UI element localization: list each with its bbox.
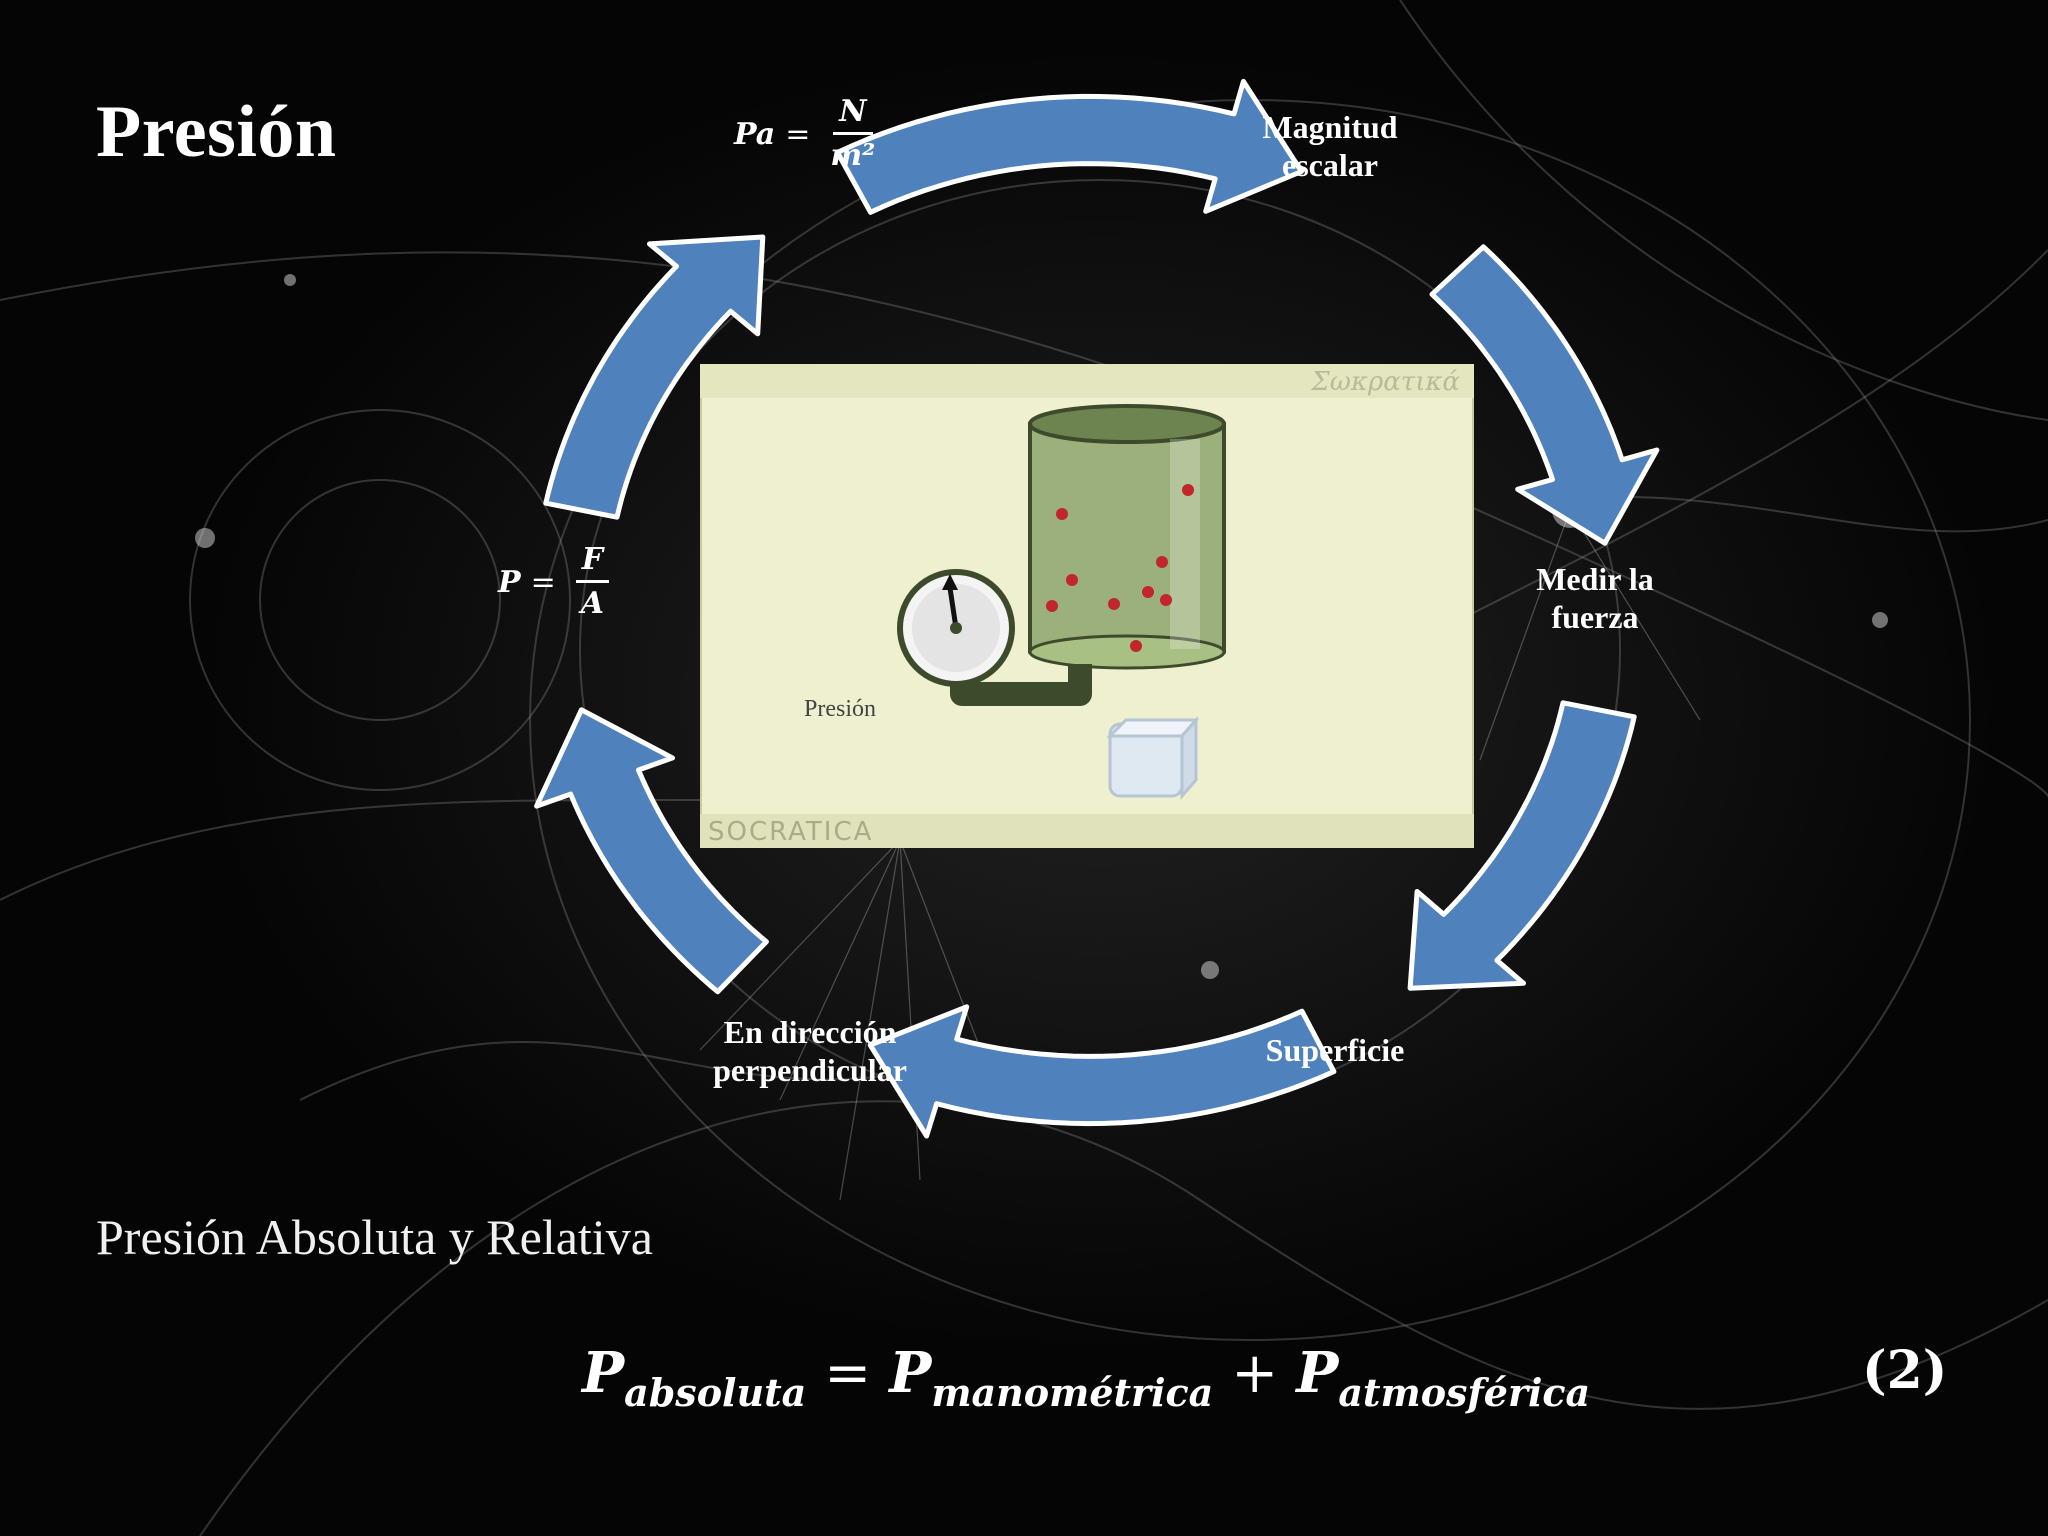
eq-term-manometrica: Pmanométrica <box>889 1340 1214 1415</box>
node-medir-fuerza: Medir la fuerza <box>1536 561 1654 635</box>
slide-title: Presión <box>96 91 337 173</box>
arrow-upper-left <box>543 234 766 520</box>
eq-plus: + <box>1231 1341 1279 1406</box>
eq-term-atmosferica: Patmosférica <box>1296 1340 1591 1415</box>
pressure-gauge-illustration: Σωκρατικά SOCRATICA Presión <box>698 362 1476 850</box>
arrow-lower-right <box>1407 700 1637 991</box>
pascal-formula: Pa = N m² <box>734 92 875 177</box>
watermark-greek: Σωκρατικά <box>1310 367 1460 397</box>
arrow-top <box>834 78 1304 215</box>
node-superficie: Superficie <box>1265 1032 1405 1068</box>
pressure-fraction: F A <box>575 540 610 625</box>
equation-number: (2) <box>1862 1340 1948 1401</box>
pascal-numerator: N <box>833 92 873 135</box>
pascal-denominator: m² <box>830 138 876 173</box>
pascal-fraction: N m² <box>830 92 875 177</box>
watermark-socratica: SOCRATICA <box>708 817 873 847</box>
arrow-lower-left <box>534 707 769 995</box>
pressure-equals: = <box>530 565 556 600</box>
absolute-pressure-equation: Pabsoluta = Pmanométrica + Patmosférica <box>582 1340 1590 1415</box>
pressure-denominator: A <box>580 586 604 621</box>
pressure-formula: P = F A <box>498 540 610 625</box>
eq-term-absoluta: Pabsoluta <box>582 1340 807 1415</box>
node-magnitud-escalar: Magnitud escalar <box>1262 109 1398 183</box>
pressure-numerator: F <box>575 540 610 583</box>
pascal-lhs: Pa <box>734 117 776 152</box>
gauge-label: Presión <box>804 696 876 722</box>
pascal-equals: = <box>785 117 811 152</box>
arrow-upper-right <box>1429 244 1660 546</box>
absolute-relative-heading: Presión Absoluta y Relativa <box>96 1209 653 1265</box>
eq-equals: = <box>824 1341 872 1406</box>
node-direccion-perpendicular: En dirección perpendicular <box>713 1014 907 1088</box>
arrow-bottom <box>867 1004 1337 1139</box>
pressure-lhs: P <box>498 565 521 600</box>
